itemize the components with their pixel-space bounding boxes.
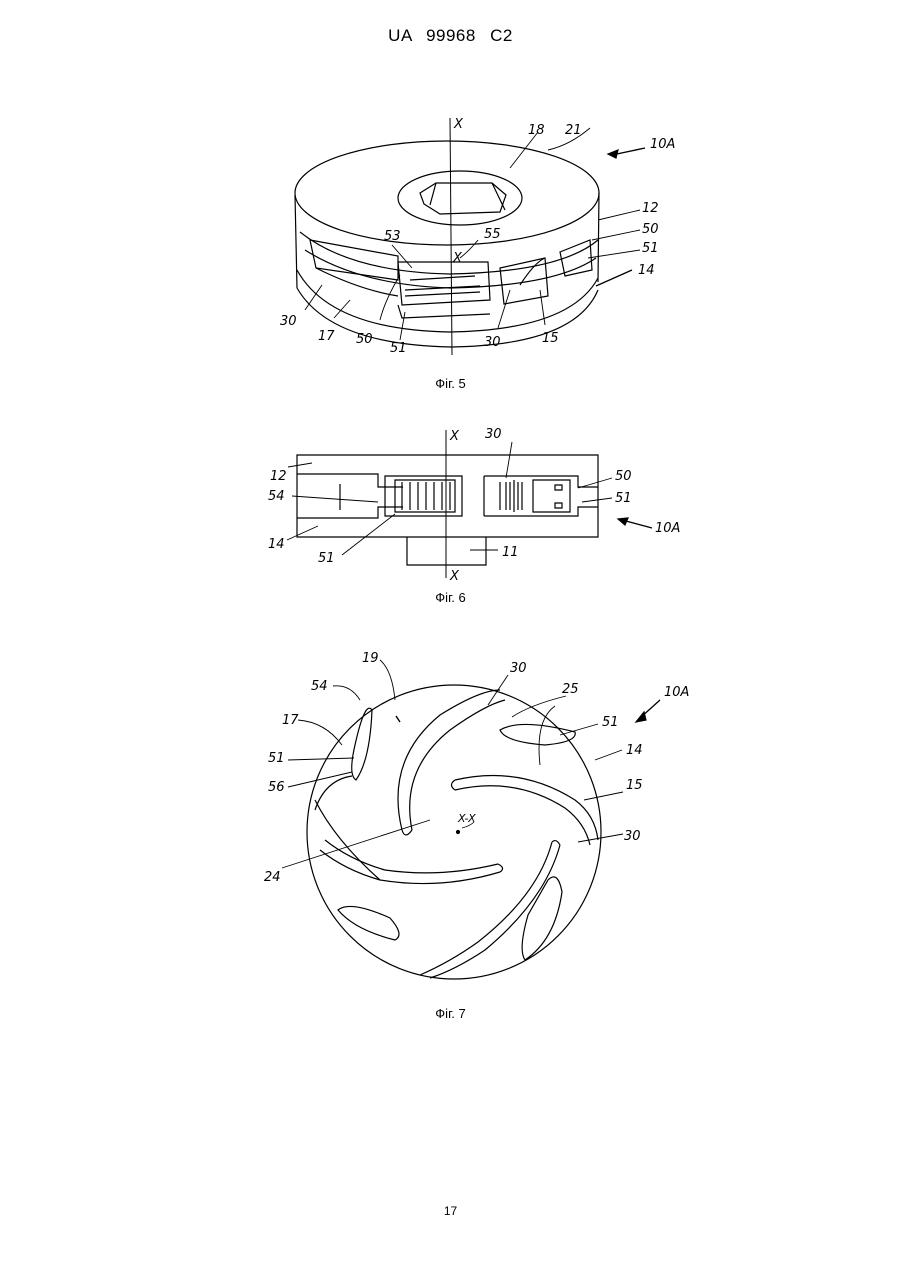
fig7-label-14: 14 — [626, 743, 643, 758]
fig7-label-54: 54 — [311, 679, 328, 694]
fig7-label-51-left: 51 — [268, 751, 285, 766]
figure-7-labels: 19 30 25 10A 54 17 51 14 51 56 15 X-X 30… — [0, 0, 901, 1010]
fig7-label-10a: 10A — [664, 685, 689, 700]
fig7-label-25: 25 — [562, 682, 579, 697]
fig7-label-51-right: 51 — [602, 715, 619, 730]
fig7-label-19: 19 — [362, 651, 379, 666]
fig7-label-30-top: 30 — [510, 661, 527, 676]
fig7-label-15: 15 — [626, 778, 643, 793]
fig7-label-xx: X-X — [457, 812, 476, 825]
figure-7-caption: Фіг. 7 — [0, 1006, 901, 1021]
fig7-label-17: 17 — [282, 713, 299, 728]
fig7-label-30-right: 30 — [624, 829, 641, 844]
page-number: 17 — [0, 1204, 901, 1218]
fig7-label-24: 24 — [264, 870, 281, 885]
fig7-label-56: 56 — [268, 780, 285, 795]
